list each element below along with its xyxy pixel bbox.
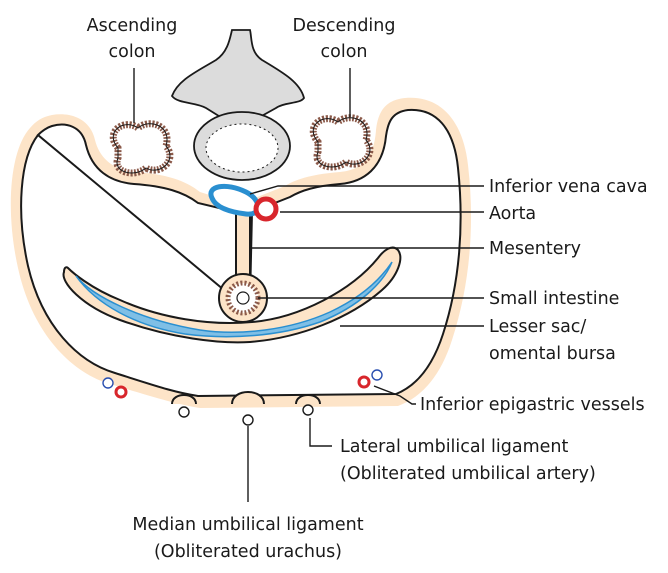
aorta-vessel (256, 199, 276, 219)
epigastric-vein-left (103, 378, 113, 388)
label-inferior-vena-cava: Inferior vena cava (489, 177, 648, 197)
label-descending-colon-1: Descending (292, 16, 395, 36)
lateral-umbilical-ligament-right (303, 405, 313, 415)
label-median-umbilical-ligament-1: Median umbilical ligament (132, 515, 363, 535)
label-ascending-colon-2: colon (109, 42, 156, 62)
label-mesentery: Mesentery (489, 239, 581, 259)
label-descending-colon-2: colon (321, 42, 368, 62)
label-lesser-sac-1: Lesser sac/ (489, 317, 586, 337)
lateral-umbilical-ligament-left (179, 407, 189, 417)
epigastric-vein-right (372, 370, 382, 380)
label-inferior-epigastric-vessels: Inferior epigastric vessels (420, 395, 645, 415)
label-aorta: Aorta (489, 204, 536, 224)
label-lateral-umbilical-ligament-1: Lateral umbilical ligament (340, 437, 569, 457)
median-umbilical-ligament-node (243, 415, 253, 425)
epigastric-artery-left (116, 387, 126, 397)
label-lateral-umbilical-ligament-2: (Obliterated umbilical artery) (340, 464, 596, 484)
label-ascending-colon-1: Ascending (87, 16, 178, 36)
label-lesser-sac-2: omental bursa (489, 344, 616, 364)
ascending-colon (113, 124, 170, 173)
label-small-intestine: Small intestine (489, 289, 619, 309)
descending-colon (313, 118, 370, 167)
epigastric-artery-right (359, 377, 369, 387)
label-median-umbilical-ligament-2: (Obliterated urachus) (154, 542, 342, 562)
vertebra-process (172, 30, 304, 118)
